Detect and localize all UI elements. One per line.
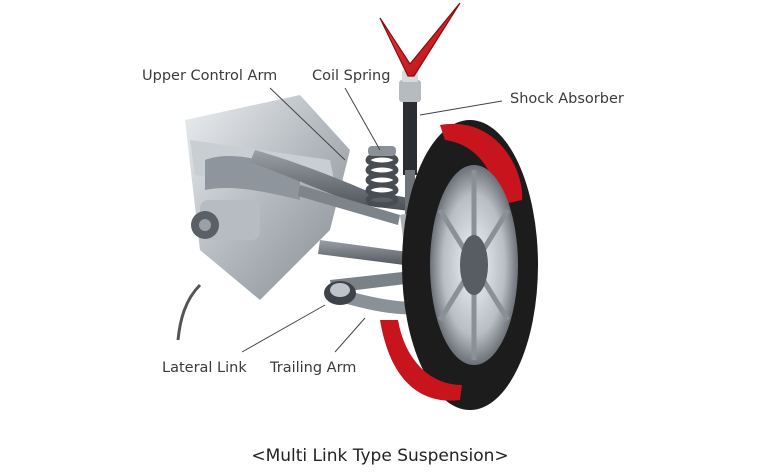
diagram-caption: <Multi Link Type Suspension> xyxy=(251,446,509,466)
leader-lines xyxy=(241,87,503,353)
label-coil-spring: Coil Spring xyxy=(312,68,391,84)
coil-spring xyxy=(365,152,399,208)
subframe xyxy=(176,95,350,341)
checkmark-icon xyxy=(379,2,461,77)
label-lateral-link: Lateral Link xyxy=(162,360,247,376)
wheel xyxy=(380,120,538,410)
label-trailing-arm: Trailing Arm xyxy=(270,360,357,376)
label-upper-control-arm: Upper Control Arm xyxy=(142,68,278,84)
spring-seat xyxy=(368,146,396,156)
label-shock-absorber: Shock Absorber xyxy=(510,91,624,107)
